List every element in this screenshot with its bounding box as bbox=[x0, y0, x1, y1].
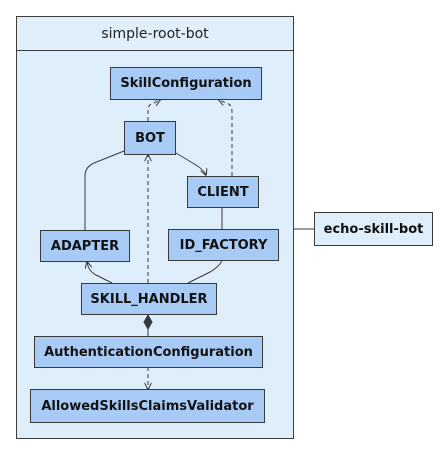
node-skill-handler[interactable]: SKILL_HANDLER bbox=[81, 283, 217, 315]
edge-skillhandler-idfactory bbox=[187, 259, 223, 284]
node-skill-configuration[interactable]: SkillConfiguration bbox=[110, 67, 262, 100]
edge-bot-skillconfig bbox=[147, 100, 160, 121]
container-title: simple-root-bot bbox=[16, 16, 294, 51]
node-bot[interactable]: BOT bbox=[124, 121, 176, 155]
node-client[interactable]: CLIENT bbox=[187, 176, 259, 208]
edge-skillhandler-adapter bbox=[87, 262, 113, 284]
node-echo-skill-bot[interactable]: echo-skill-bot bbox=[314, 212, 433, 246]
node-authentication-configuration[interactable]: AuthenticationConfiguration bbox=[34, 336, 263, 368]
node-id-factory[interactable]: ID_FACTORY bbox=[168, 229, 279, 261]
node-allowed-skills-claims-validator[interactable]: AllowedSkillsClaimsValidator bbox=[30, 389, 265, 423]
node-adapter[interactable]: ADAPTER bbox=[40, 230, 130, 262]
edge-bot-client bbox=[175, 152, 206, 175]
edge-bot-adapter bbox=[84, 150, 125, 230]
edge-client-skillconfig bbox=[219, 100, 233, 176]
composition-diamond-icon bbox=[143, 313, 153, 331]
